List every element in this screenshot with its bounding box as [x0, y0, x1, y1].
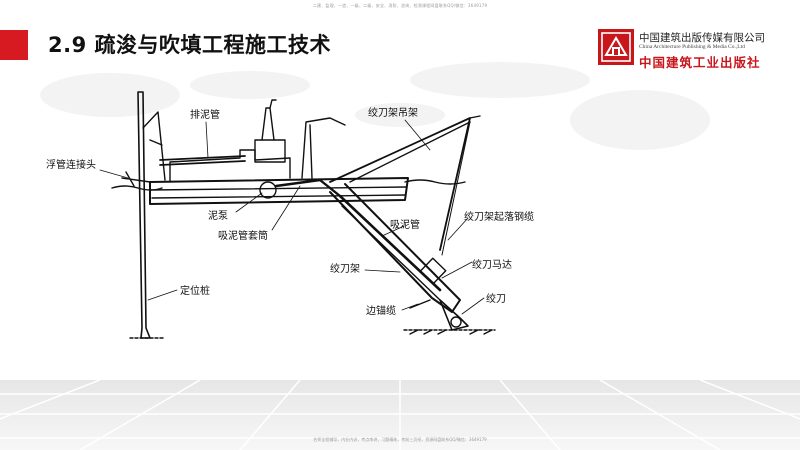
publisher-logo-block: 中国建筑出版传媒有限公司 China Architecture Publishi…: [597, 28, 797, 70]
label-cutter-motor: 绞刀马达: [472, 260, 512, 271]
label-cutter: 绞刀: [486, 294, 506, 305]
label-float-pipe-joint: 浮管连接头: [46, 160, 96, 171]
publisher-logo-icon: [598, 29, 634, 65]
mud-pump: [259, 181, 277, 199]
discharge-pipe: [159, 155, 246, 166]
hull: [149, 177, 409, 205]
side-anchor-cable: [409, 299, 431, 309]
suction-pipe-sleeve: [274, 178, 342, 198]
title-accent-bar: [0, 30, 28, 60]
label-cutter-frame: 绞刀架: [330, 264, 360, 275]
cutter-head: [439, 299, 469, 331]
page-title: 2.9 疏浚与吹填工程施工技术: [48, 33, 332, 57]
float-pipe-joint: [121, 171, 151, 187]
positioning-spud: [137, 91, 151, 339]
label-cutter-frame-hanger: 绞刀架吊架: [368, 108, 418, 119]
label-suction-pipe-sleeve: 吸泥管套筒: [218, 231, 268, 242]
superstructure: [169, 149, 291, 183]
top-note: 二建、监理、一造、一级、二级、安全、消防、咨询、检测课程网盘联系QQ/微信：36…: [312, 3, 488, 8]
bottom-note: 名师全程辅导，内业内训，考点串讲，习题精练，考前三页纸，资源网盘联系QQ/微信：…: [313, 437, 487, 442]
cutter-frame: [329, 183, 461, 313]
publisher-name-cn: 中国建筑出版传媒有限公司: [639, 32, 765, 44]
label-suction-pipe: 吸泥管: [390, 220, 420, 231]
cutter-frame-hoist-cable: [441, 121, 471, 256]
publisher-brand: 中国建筑工业出版社: [639, 55, 761, 70]
label-mud-pump: 泥泵: [208, 211, 228, 222]
boom-mast: [301, 117, 346, 179]
label-discharge-pipe: 排泥管: [190, 110, 220, 121]
label-cutter-frame-hoist-cable: 绞刀架起落钢缆: [464, 212, 534, 223]
label-positioning-spud: 定位桩: [180, 286, 210, 297]
publisher-name-en: China Architecture Publishing & Media Co…: [639, 44, 745, 50]
label-side-anchor-cable: 边锚缆: [366, 306, 396, 317]
floor-grid-decoration: [0, 380, 800, 450]
